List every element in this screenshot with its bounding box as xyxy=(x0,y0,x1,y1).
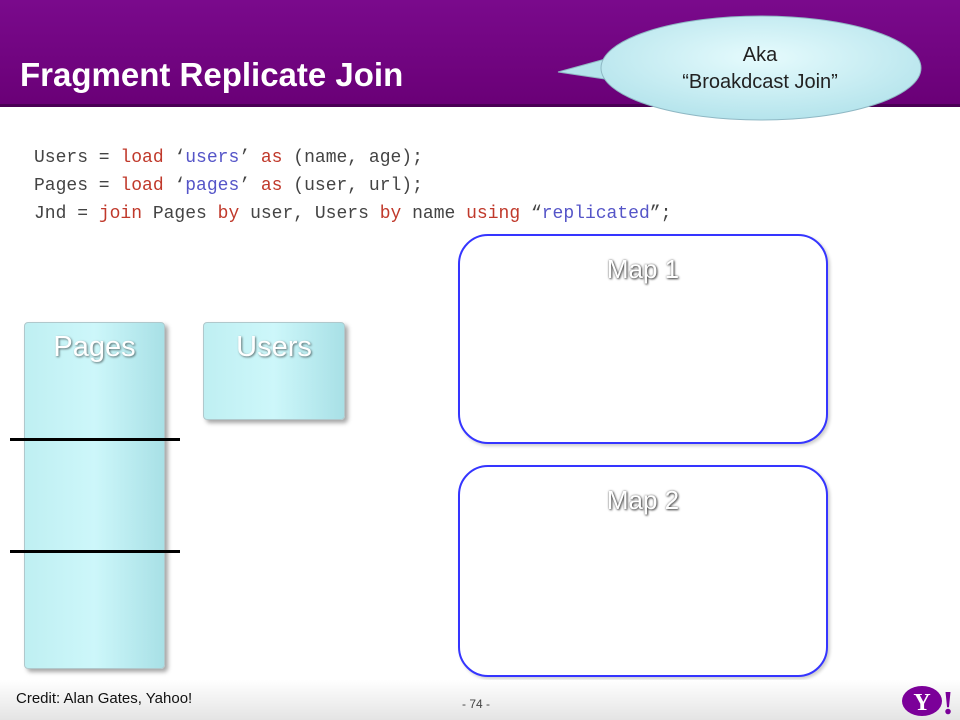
fragment-divider-2 xyxy=(10,550,180,553)
code-token: name xyxy=(401,204,467,224)
code-token: load xyxy=(120,176,164,196)
code-token: as xyxy=(260,148,283,168)
map-1-box: Map 1 xyxy=(458,234,828,444)
code-token: (name, age); xyxy=(282,148,423,168)
credit-text: Credit: Alan Gates, Yahoo! xyxy=(16,690,193,707)
code-token: join xyxy=(98,204,143,224)
code-token: (user, url); xyxy=(282,176,423,196)
code-token: ‘ xyxy=(163,148,186,168)
svg-text:Y: Y xyxy=(913,690,930,716)
code-token: Pages xyxy=(142,204,218,224)
code-line-3: Jnd = join Pages by user, Users by name … xyxy=(34,200,671,228)
code-line-2: Pages = load ‘pages’ as (user, url); xyxy=(34,172,671,200)
code-token: by xyxy=(217,204,240,224)
code-token: ’ xyxy=(239,176,261,196)
fragment-divider-1 xyxy=(10,438,180,441)
code-token: “ xyxy=(520,204,542,224)
map-2-label: Map 2 xyxy=(606,485,680,515)
page-number: - 74 - xyxy=(462,697,491,711)
code-token: pages xyxy=(185,176,240,196)
code-token: Users = xyxy=(34,148,121,168)
code-token: Jnd = xyxy=(34,204,99,224)
code-token: users xyxy=(185,148,240,168)
svg-text:!: ! xyxy=(942,685,953,718)
code-token: by xyxy=(379,204,402,224)
code-token: replicated xyxy=(541,204,650,224)
callout-line-2: “Broakdcast Join” xyxy=(682,71,838,93)
code-token: as xyxy=(260,176,283,196)
pages-label: Pages xyxy=(53,331,136,363)
users-relation-box: Users xyxy=(203,322,345,420)
code-token: using xyxy=(466,204,521,224)
callout-line-1: Aka xyxy=(742,44,778,66)
callout-bubble xyxy=(557,15,922,121)
users-label: Users xyxy=(236,331,312,363)
code-token: ”; xyxy=(649,204,672,224)
code-line-1: Users = load ‘users’ as (name, age); xyxy=(34,144,671,172)
pages-relation-box: Pages xyxy=(24,322,165,669)
code-token: ’ xyxy=(239,148,261,168)
code-token: user, Users xyxy=(239,204,380,224)
code-token: Pages = xyxy=(34,176,121,196)
slide-title: Fragment Replicate Join xyxy=(20,56,404,93)
callout-text: Aka “Broakdcast Join” xyxy=(610,42,910,96)
yahoo-logo-icon: Y ! xyxy=(902,685,954,718)
footer-bar xyxy=(0,680,960,720)
map-1-label: Map 1 xyxy=(606,254,680,284)
pig-code-block: Users = load ‘users’ as (name, age);Page… xyxy=(34,144,671,228)
code-token: load xyxy=(120,148,164,168)
code-token: ‘ xyxy=(163,176,186,196)
map-2-box: Map 2 xyxy=(458,465,828,677)
